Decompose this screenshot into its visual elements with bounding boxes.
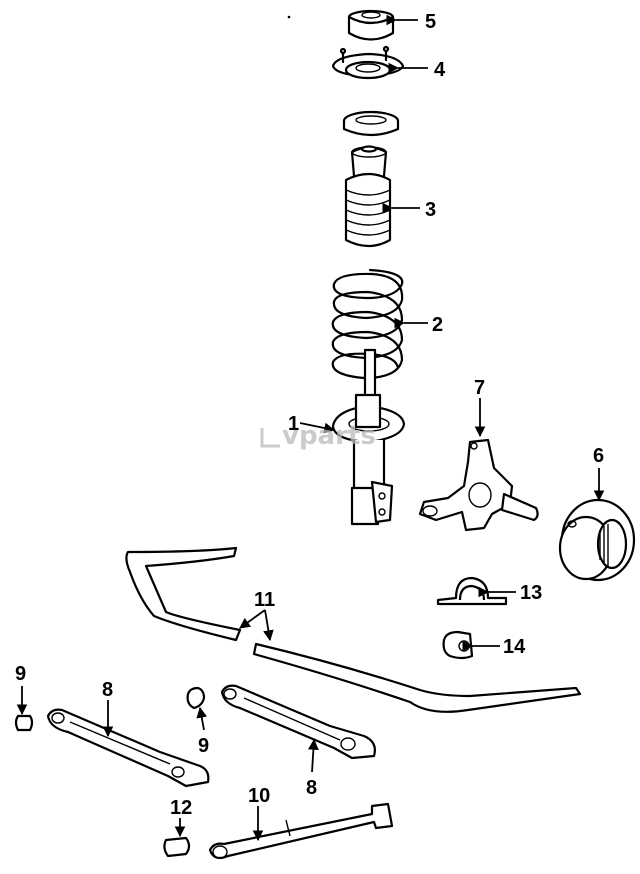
watermark-text: vparts bbox=[282, 421, 376, 451]
part-13-stabilizer-clamp[interactable] bbox=[436, 576, 508, 606]
callout-12: 11 bbox=[254, 589, 275, 611]
part-5-strut-mount-cap[interactable] bbox=[347, 9, 395, 41]
callout-11: 12 bbox=[170, 797, 192, 819]
callout-14: 14 bbox=[503, 636, 526, 658]
callout-9-center: 9 bbox=[198, 735, 209, 757]
part-8-control-arm-right[interactable] bbox=[220, 684, 376, 760]
part-7-steering-knuckle[interactable] bbox=[418, 438, 539, 532]
part-6-wheel-hub[interactable] bbox=[558, 498, 636, 582]
callout-4: 4 bbox=[434, 59, 446, 81]
part-1-strut-assembly[interactable] bbox=[331, 348, 406, 526]
speck-dot bbox=[287, 15, 291, 19]
part-10-lateral-link[interactable] bbox=[208, 802, 394, 860]
part-4-strut-mount-plate[interactable] bbox=[331, 45, 405, 80]
leader-lines bbox=[16, 14, 605, 842]
part-12-stabilizer-bar[interactable] bbox=[125, 546, 582, 713]
callout-1: 1 bbox=[288, 413, 299, 435]
part-9-bushing-left[interactable] bbox=[14, 714, 34, 732]
callout-6: 6 bbox=[593, 445, 604, 467]
part-14-stabilizer-bushing[interactable] bbox=[442, 630, 474, 660]
part-11-bushing[interactable] bbox=[163, 836, 191, 858]
callout-3: 3 bbox=[425, 199, 436, 221]
watermark-logo: vparts bbox=[260, 421, 376, 451]
callout-10: 10 bbox=[248, 785, 270, 807]
part-3-dust-boot[interactable] bbox=[344, 145, 392, 248]
part-8-control-arm-left[interactable] bbox=[46, 708, 210, 788]
upper-spring-seat[interactable] bbox=[342, 110, 400, 137]
callout-9-left: 9 bbox=[15, 663, 26, 685]
callout-5: 5 bbox=[425, 11, 436, 33]
callout-8-right: 8 bbox=[306, 777, 317, 799]
part-9-bushing-center[interactable] bbox=[186, 686, 206, 710]
callout-8-left: 8 bbox=[102, 679, 113, 701]
callout-13: 13 bbox=[520, 582, 542, 604]
callout-7: 7 bbox=[474, 377, 485, 399]
callout-2: 2 bbox=[432, 314, 443, 336]
